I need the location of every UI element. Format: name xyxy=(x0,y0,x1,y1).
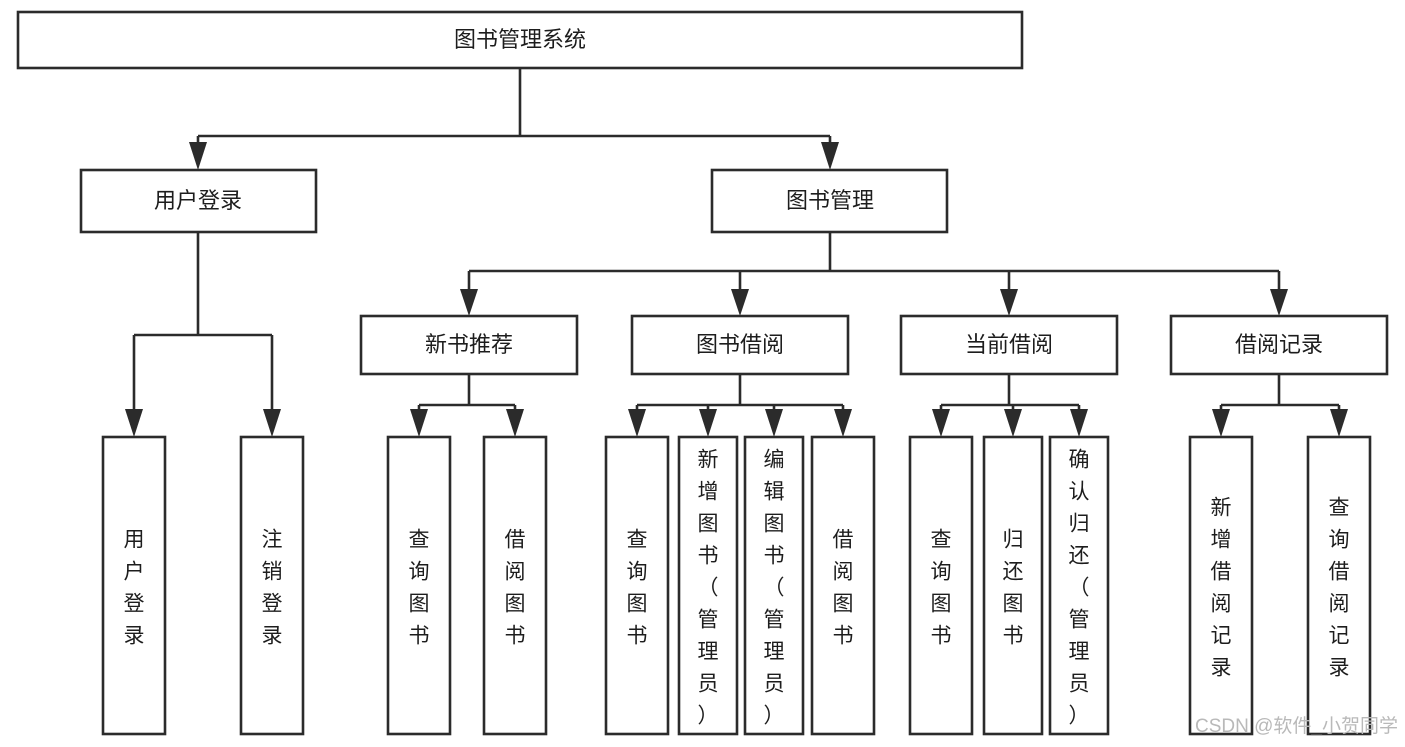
arrowhead-icon xyxy=(1212,409,1230,437)
leaf-node[interactable]: 用户登录 xyxy=(101,435,167,736)
node-new-book-recommend[interactable]: 新书推荐 xyxy=(359,314,579,376)
node-borrow-record[interactable]: 借阅记录 xyxy=(1169,314,1389,376)
watermark-label: CSDN @软件_小贺同学 xyxy=(1195,715,1398,737)
leaf-node-label: 用户登录 xyxy=(124,528,145,647)
arrowhead-icon xyxy=(765,409,783,437)
node-root[interactable]: 图书管理系统 xyxy=(16,10,1024,70)
arrowhead-icon xyxy=(1270,289,1288,316)
leaf-node-label: 查询图书 xyxy=(931,528,952,647)
node-borrow-record-box[interactable] xyxy=(1169,314,1389,376)
leaf-node-layer: 用户登录 注销登录 查询图书 借阅图书 查询图书 新增图书（管理员） 编辑图书（管理员） 借阅… xyxy=(101,435,1372,736)
leaf-node-box[interactable] xyxy=(677,435,739,736)
leaf-node-label: 查询借阅记录 xyxy=(1329,496,1350,679)
leaf-node[interactable]: 编辑图书（管理员） xyxy=(743,435,805,736)
arrowhead-icon xyxy=(731,289,749,316)
node-root-box[interactable] xyxy=(16,10,1024,70)
leaf-node-label: 注销登录 xyxy=(262,528,283,647)
arrowhead-icon xyxy=(1330,409,1348,437)
arrowhead-icon xyxy=(699,409,717,437)
arrowhead-icon xyxy=(1000,289,1018,316)
arrowhead-icon xyxy=(1070,409,1088,437)
leaf-node[interactable]: 查询图书 xyxy=(386,435,452,736)
leaf-node[interactable]: 查询借阅记录 xyxy=(1306,435,1372,736)
leaf-node-box[interactable] xyxy=(743,435,805,736)
node-borrow-record-label: 借阅记录 xyxy=(1235,332,1323,357)
arrowhead-icon xyxy=(932,409,950,437)
leaf-node-label: 编辑图书（管理员） xyxy=(764,448,785,727)
leaf-node[interactable]: 确认归还（管理员） xyxy=(1048,435,1110,736)
leaf-node-box[interactable] xyxy=(982,435,1044,736)
leaf-node-box[interactable] xyxy=(1306,435,1372,736)
node-book-borrow[interactable]: 图书借阅 xyxy=(630,314,850,376)
arrowhead-icon xyxy=(834,409,852,437)
arrowhead-icon xyxy=(263,409,281,437)
leaf-node-label: 确认归还（管理员） xyxy=(1069,448,1090,727)
leaf-node-box[interactable] xyxy=(386,435,452,736)
arrowhead-layer xyxy=(125,142,1348,437)
arrowhead-icon xyxy=(410,409,428,437)
node-book-management[interactable]: 图书管理 xyxy=(710,168,949,234)
node-current-borrow-box[interactable] xyxy=(899,314,1119,376)
node-new-book-recommend-box[interactable] xyxy=(359,314,579,376)
node-new-book-recommend-label: 新书推荐 xyxy=(425,332,513,357)
leaf-node-label: 归还图书 xyxy=(1003,528,1024,647)
leaf-node-label: 借阅图书 xyxy=(505,528,526,647)
leaf-node[interactable]: 查询图书 xyxy=(604,435,670,736)
arrowhead-icon xyxy=(821,142,839,170)
leaf-node[interactable]: 借阅图书 xyxy=(482,435,548,736)
node-book-borrow-box[interactable] xyxy=(630,314,850,376)
leaf-node-label: 查询图书 xyxy=(627,528,648,647)
arrowhead-icon xyxy=(460,289,478,316)
leaf-node-label: 查询图书 xyxy=(409,528,430,647)
leaf-node-label: 借阅图书 xyxy=(833,528,854,647)
leaf-node-label: 新增图书（管理员） xyxy=(698,448,719,727)
node-book-borrow-label: 图书借阅 xyxy=(696,332,784,357)
node-user-login-label: 用户登录 xyxy=(154,188,242,213)
node-book-management-label: 图书管理 xyxy=(786,188,874,213)
leaf-node-box[interactable] xyxy=(810,435,876,736)
leaf-node-box[interactable] xyxy=(101,435,167,736)
leaf-node-box[interactable] xyxy=(239,435,305,736)
leaf-node[interactable]: 注销登录 xyxy=(239,435,305,736)
node-user-login[interactable]: 用户登录 xyxy=(79,168,318,234)
node-current-borrow[interactable]: 当前借阅 xyxy=(899,314,1119,376)
connector-layer xyxy=(132,68,1341,409)
node-current-borrow-label: 当前借阅 xyxy=(965,332,1053,357)
leaf-node-box[interactable] xyxy=(1048,435,1110,736)
arrowhead-icon xyxy=(125,409,143,437)
node-user-login-box[interactable] xyxy=(79,168,318,234)
node-root-label: 图书管理系统 xyxy=(454,27,586,52)
arrowhead-icon xyxy=(506,409,524,437)
leaf-node-label: 新增借阅记录 xyxy=(1211,496,1232,679)
leaf-node[interactable]: 借阅图书 xyxy=(810,435,876,736)
leaf-node-box[interactable] xyxy=(908,435,974,736)
arrowhead-icon xyxy=(628,409,646,437)
leaf-node-box[interactable] xyxy=(482,435,548,736)
node-book-management-box[interactable] xyxy=(710,168,949,234)
arrowhead-icon xyxy=(1004,409,1022,437)
leaf-node-box[interactable] xyxy=(1188,435,1254,736)
leaf-node[interactable]: 新增图书（管理员） xyxy=(677,435,739,736)
leaf-node[interactable]: 查询图书 xyxy=(908,435,974,736)
leaf-node-box[interactable] xyxy=(604,435,670,736)
arrowhead-icon xyxy=(189,142,207,170)
leaf-node[interactable]: 新增借阅记录 xyxy=(1188,435,1254,736)
leaf-node[interactable]: 归还图书 xyxy=(982,435,1044,736)
